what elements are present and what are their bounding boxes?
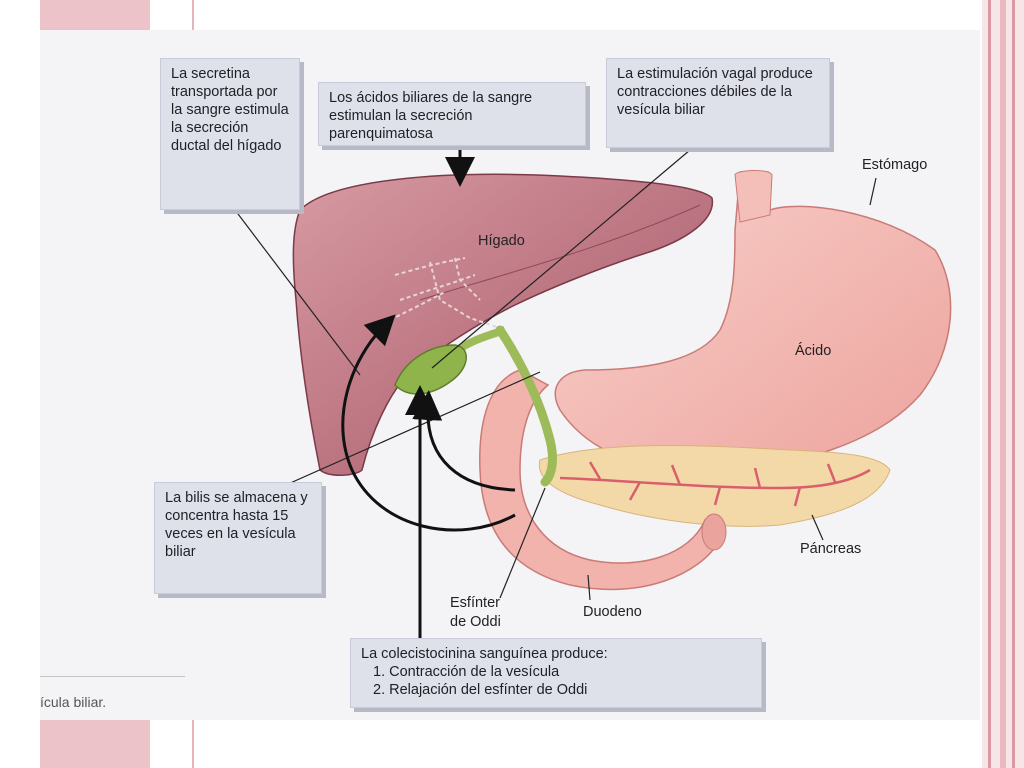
liver-shape — [292, 173, 714, 476]
caption-rule — [40, 676, 185, 677]
caption-fragment: ícula biliar. — [40, 694, 107, 710]
slide-left-vertical-line — [192, 0, 194, 30]
duodenum-opening — [701, 513, 727, 551]
slide-left-bar-bottom — [40, 720, 150, 768]
label-stomach: Estómago — [862, 157, 928, 173]
pointer-lines — [234, 149, 877, 601]
pancreatic-duct — [559, 461, 871, 507]
callout-cck-item-2: 2. Relajación del esfínter de Oddi — [373, 682, 588, 698]
slide-left-bar-top — [40, 0, 150, 30]
slide-right-stripe-3 — [1012, 0, 1015, 768]
label-acid: Ácido — [795, 343, 832, 359]
slide-right-stripe-2 — [1000, 0, 1006, 768]
label-liver: Hígado — [478, 233, 525, 249]
bile-duct-tree — [389, 257, 501, 329]
callout-bile-storage-text: La bilis se almacena y concentra hasta 1… — [165, 490, 308, 560]
callout-cck-title: La colecistocinina sanguínea produce: — [361, 646, 608, 662]
callout-bile-storage: La bilis se almacena y concentra hasta 1… — [154, 482, 322, 594]
callout-bile-acids-text: Los ácidos biliares de la sangre estimul… — [329, 90, 533, 142]
callout-vagal: La estimulación vagal produce contraccio… — [606, 58, 830, 148]
label-duodenum: Duodeno — [583, 604, 642, 620]
label-sphincter-of-oddi: Esfínter de Oddi — [450, 594, 501, 632]
liver-fold — [419, 204, 701, 301]
callout-vagal-text: La estimulación vagal produce contraccio… — [617, 66, 813, 118]
callout-secretin-text: La secretina transportada por la sangre … — [171, 66, 289, 154]
callout-cck-item-1: 1. Contracción de la vesícula — [373, 664, 560, 680]
callout-cholecystokinin: La colecistocinina sanguínea produce: 1.… — [350, 638, 762, 708]
slide-right-stripe-1 — [988, 0, 991, 768]
slide-left-vertical-line-bottom — [192, 720, 194, 768]
label-sphincter-line-1: Esfínter — [450, 595, 500, 611]
label-pancreas: Páncreas — [800, 541, 862, 557]
callout-secretin: La secretina transportada por la sangre … — [160, 58, 300, 210]
callout-bile-acids: Los ácidos biliares de la sangre estimul… — [318, 82, 586, 146]
arrows — [341, 150, 516, 642]
label-sphincter-line-2: de Oddi — [450, 614, 501, 630]
common-bile-duct — [495, 325, 557, 487]
esophagus-shape — [734, 170, 773, 223]
